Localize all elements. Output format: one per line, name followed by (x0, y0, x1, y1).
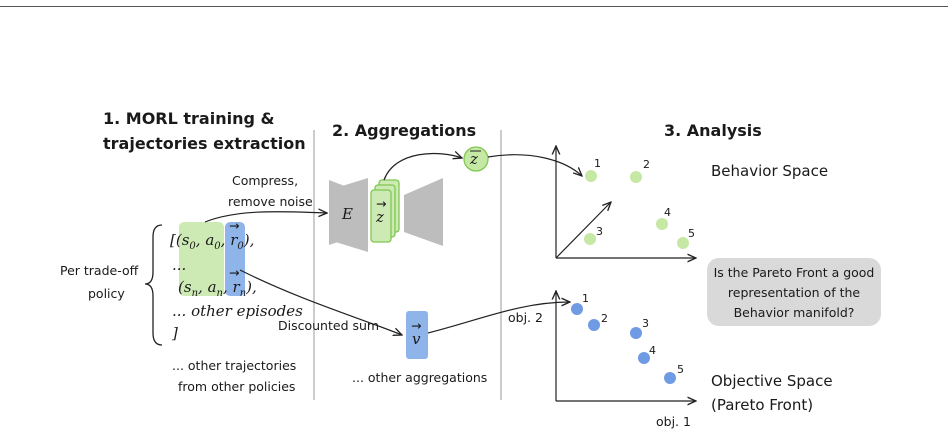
trajectory-dots: ... (172, 256, 186, 274)
latent-z-arrow: → (376, 196, 386, 211)
objective-point-label-2: 2 (601, 312, 608, 325)
behavior-point-3 (584, 233, 596, 245)
objective-point-3 (630, 327, 642, 339)
question-line2: representation of the (728, 285, 860, 300)
behavior-z-axis (555, 202, 611, 259)
vector-arrow-rn: → (229, 265, 239, 280)
state-action-highlight (179, 222, 224, 296)
return-vector-label: v (412, 330, 421, 348)
question-box (707, 258, 881, 326)
latent-to-mean-arrow (383, 153, 462, 181)
objective-x-label: obj. 1 (656, 414, 691, 429)
reward-highlight (225, 222, 245, 296)
vector-arrow-r0: → (229, 218, 239, 233)
behavior-point-5 (677, 237, 689, 249)
training-title-line2: trajectories extraction (103, 134, 306, 153)
other-trajectories-line1: ... other trajectories (172, 358, 296, 373)
objective-point-label-3: 3 (642, 317, 649, 330)
analysis-title: 3. Analysis (664, 121, 762, 140)
close-bracket: ] (171, 324, 178, 342)
objective-points: 1 2 3 4 5 (571, 292, 684, 384)
mean-latent-circle (463, 146, 489, 172)
discounted-sum-arrow (239, 269, 402, 335)
objective-point-2 (588, 319, 600, 331)
behavior-space-label: Behavior Space (711, 162, 828, 180)
objective-point-1 (571, 303, 583, 315)
objective-point-label-1: 1 (582, 292, 589, 305)
trajectory-line-n: (sn, an, rn), (178, 278, 257, 299)
behavior-point-4 (656, 218, 668, 230)
behavior-point-label-3: 3 (596, 225, 603, 238)
compress-label-line1: Compress, (232, 173, 298, 188)
objective-point-5 (664, 372, 676, 384)
training-title-line1: 1. MORL training & (103, 109, 275, 128)
return-vector-box (406, 311, 428, 359)
curly-brace (144, 224, 163, 346)
top-rule (0, 6, 948, 7)
behavior-point-label-4: 4 (664, 206, 671, 219)
behavior-point-label-5: 5 (688, 227, 695, 240)
latent-card-front (370, 189, 392, 243)
objective-point-4 (638, 352, 650, 364)
objective-space-label-line2: (Pareto Front) (711, 396, 813, 414)
behavior-point-1 (585, 170, 597, 182)
objective-point-label-5: 5 (677, 363, 684, 376)
encoder-trapezoid (329, 180, 368, 245)
behavior-point-label-1: 1 (594, 157, 601, 170)
objective-y-label: obj. 2 (508, 310, 543, 325)
question-line1: Is the Pareto Front a good (714, 265, 875, 280)
return-vector-arrow: → (411, 318, 421, 333)
mean-latent-label: z (469, 150, 478, 168)
mean-to-behavior-arrow (487, 154, 582, 176)
aggregations-title: 2. Aggregations (332, 121, 476, 140)
compress-arrow (204, 212, 327, 223)
behavior-points: 1 2 3 4 5 (584, 157, 695, 249)
trajectory-line-1: [(s0, a0, r0), (170, 231, 254, 252)
policy-label-line2: policy (88, 286, 125, 301)
return-to-objective-arrow (427, 302, 570, 334)
other-episodes: ... other episodes (172, 302, 303, 320)
behavior-point-label-2: 2 (643, 158, 650, 171)
discounted-sum-label: Discounted sum (278, 318, 379, 333)
question-line3: Behavior manifold? (734, 305, 855, 320)
latent-z-label: z (375, 208, 384, 226)
objective-space-label-line1: Objective Space (711, 372, 833, 390)
decoder-trapezoid (404, 178, 443, 246)
behavior-point-2 (630, 171, 642, 183)
compress-label-line2: remove noise (228, 194, 313, 209)
objective-point-label-4: 4 (649, 344, 656, 357)
other-aggregations-label: ... other aggregations (352, 370, 487, 385)
policy-label-line1: Per trade-off (60, 263, 139, 278)
other-trajectories-line2: from other policies (178, 379, 295, 394)
encoder-label: E (341, 205, 353, 223)
